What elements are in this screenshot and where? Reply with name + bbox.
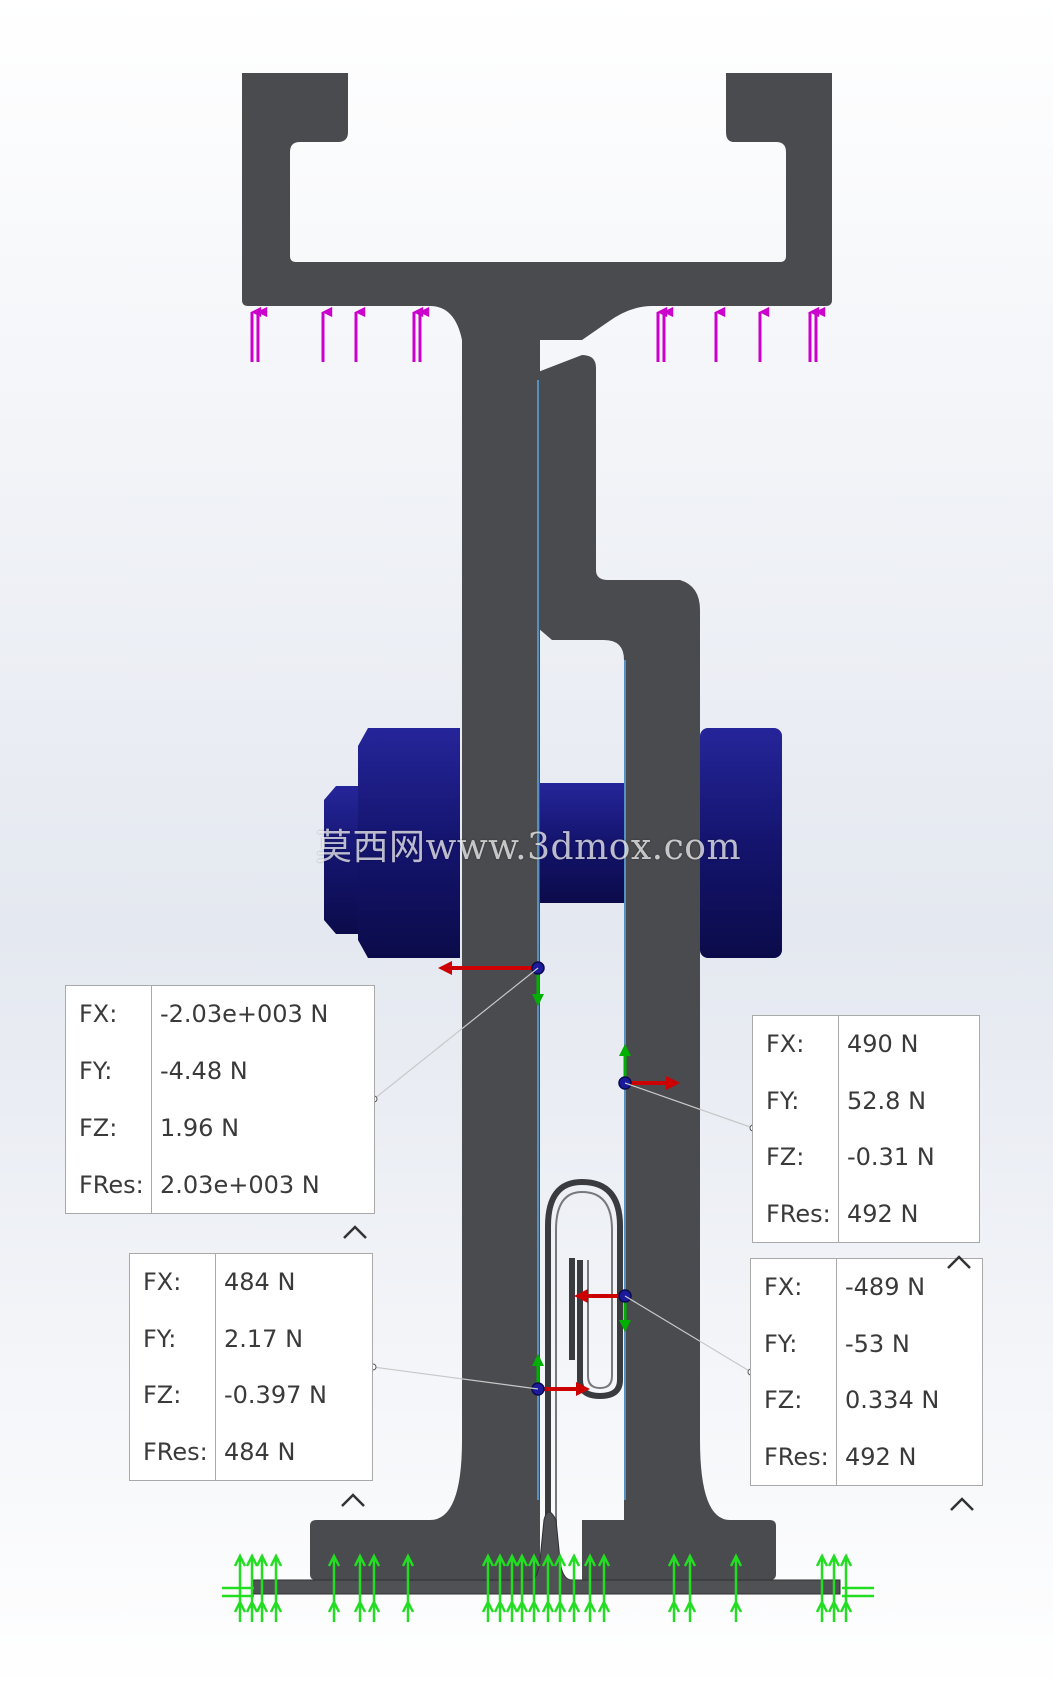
reaction-force-callout-2[interactable]: FX: 490 N FY: 52.8 N FZ: -0.31 N FRes: 492 N — [752, 1015, 980, 1243]
callout-row-label: FZ: — [753, 1129, 839, 1186]
callout-row-value: 1.96 N — [160, 1113, 240, 1142]
fixture-arrow — [597, 1553, 611, 1622]
callout-row-value: -4.48 N — [160, 1057, 248, 1086]
force-y-arrowhead — [619, 1044, 631, 1056]
callout-row-value: 490 N — [847, 1030, 919, 1059]
fixture-arrow — [505, 1553, 519, 1622]
force-y-arrowhead — [532, 994, 544, 1006]
fixture-arrow — [245, 1553, 259, 1622]
callout-row-label: FX: — [751, 1259, 837, 1316]
callout-row-label: FRes: — [66, 1156, 152, 1213]
callout-row-value: 0.334 N — [845, 1386, 940, 1415]
force-y-arrowhead — [532, 1354, 544, 1366]
probe-point-2[interactable] — [618, 1044, 680, 1090]
bolt-head-chamfer — [324, 786, 358, 934]
fixture-arrow — [553, 1553, 567, 1622]
probe-point-4[interactable] — [574, 1289, 632, 1332]
callout-row-value: 484 N — [224, 1268, 296, 1297]
bolt-nut — [700, 728, 782, 958]
spring-clip — [545, 1178, 623, 1580]
fixture-arrow — [527, 1553, 541, 1622]
force-x-arrowhead — [576, 1382, 590, 1396]
callout-row-label: FX: — [753, 1016, 839, 1073]
fixture-arrow — [353, 1553, 367, 1622]
reaction-force-callout-4[interactable]: FX: -489 N FY: -53 N FZ: 0.334 N FRes: 492 N — [750, 1258, 983, 1486]
fixture-arrow — [827, 1553, 841, 1622]
force-x-arrowhead — [666, 1076, 680, 1090]
callout-row-label: FZ: — [751, 1372, 837, 1429]
fixture-arrow — [493, 1553, 507, 1622]
right-bracket-part — [538, 355, 776, 1580]
fixture-arrow — [667, 1553, 681, 1622]
collapse-chevron-icon[interactable] — [342, 1224, 368, 1240]
left-web-part — [462, 340, 540, 1492]
fixture-arrow — [567, 1553, 581, 1622]
callout-row-value: -53 N — [845, 1329, 910, 1358]
callout-row-label: FX: — [66, 986, 152, 1043]
callout-row-value: 492 N — [845, 1442, 917, 1471]
callout-row-value: -489 N — [845, 1273, 926, 1302]
callout-row-value: -2.03e+003 N — [160, 1000, 329, 1029]
callout-row-value: 2.03e+003 N — [160, 1170, 320, 1199]
callout-row-value: -0.31 N — [847, 1143, 935, 1172]
callout-row-label: FY: — [130, 1310, 216, 1367]
force-y-arrowhead — [619, 1320, 631, 1332]
callout-row-label: FX: — [130, 1254, 216, 1311]
fixture-arrow — [583, 1553, 597, 1622]
fixture-arrow — [401, 1553, 415, 1622]
fixture-arrows — [222, 1553, 874, 1622]
collapse-chevron-icon[interactable] — [949, 1496, 975, 1512]
fixture-arrow — [269, 1553, 283, 1622]
fixture-arrow — [541, 1553, 555, 1622]
callout-row-value: -0.397 N — [224, 1381, 327, 1410]
callout-row-value: 484 N — [224, 1437, 296, 1466]
callout-row-label: FRes: — [130, 1423, 216, 1480]
force-x-arrowhead — [574, 1289, 588, 1303]
callout-row-value: 52.8 N — [847, 1086, 927, 1115]
bolt-head — [358, 728, 460, 958]
bottom-left-foot — [310, 1440, 540, 1580]
probe-point-3[interactable] — [531, 1354, 590, 1396]
fixture-arrow-horizontal — [842, 1586, 874, 1598]
collapse-chevron-icon[interactable] — [946, 1254, 972, 1270]
fixture-arrow — [255, 1553, 269, 1622]
callout-row-label: FRes: — [753, 1185, 839, 1242]
fixture-arrow — [327, 1553, 341, 1622]
fixture-arrow — [233, 1553, 247, 1622]
callout-row-label: FRes: — [751, 1428, 837, 1485]
callout-row-value: 2.17 N — [224, 1324, 304, 1353]
callout-row-label: FZ: — [66, 1099, 152, 1157]
reaction-force-callout-3[interactable]: FX: 484 N FY: 2.17 N FZ: -0.397 N FRes: 484 N — [129, 1253, 373, 1481]
callout-row-value: 492 N — [847, 1199, 919, 1228]
fixture-arrow-horizontal — [222, 1586, 254, 1598]
bolt-shank — [535, 783, 625, 903]
fixture-arrow — [367, 1553, 381, 1622]
callout-row-label: FZ: — [130, 1367, 216, 1424]
force-x-arrowhead — [438, 961, 452, 975]
collapse-chevron-icon[interactable] — [340, 1492, 366, 1508]
top-channel-part — [242, 73, 832, 372]
fixture-arrow — [481, 1553, 495, 1622]
probe-point-1[interactable] — [438, 961, 545, 1006]
callout-row-label: FY: — [66, 1042, 152, 1100]
base-plate — [251, 1511, 841, 1595]
bolt — [324, 728, 782, 958]
callout-row-label: FY: — [751, 1315, 837, 1372]
callout-leaders — [372, 967, 754, 1390]
fixture-arrow — [815, 1553, 829, 1622]
fixture-arrow — [515, 1553, 529, 1622]
applied-load-arrows — [250, 306, 826, 362]
reaction-force-callout-1[interactable]: FX: -2.03e+003 N FY: -4.48 N FZ: 1.96 N FRes: 2… — [65, 985, 375, 1214]
fixture-arrow — [839, 1553, 853, 1622]
callout-row-label: FY: — [753, 1072, 839, 1129]
fixture-arrow — [683, 1553, 697, 1622]
fixture-arrow — [729, 1553, 743, 1622]
watermark-text: 莫西网www.3dmox.com — [316, 827, 742, 868]
